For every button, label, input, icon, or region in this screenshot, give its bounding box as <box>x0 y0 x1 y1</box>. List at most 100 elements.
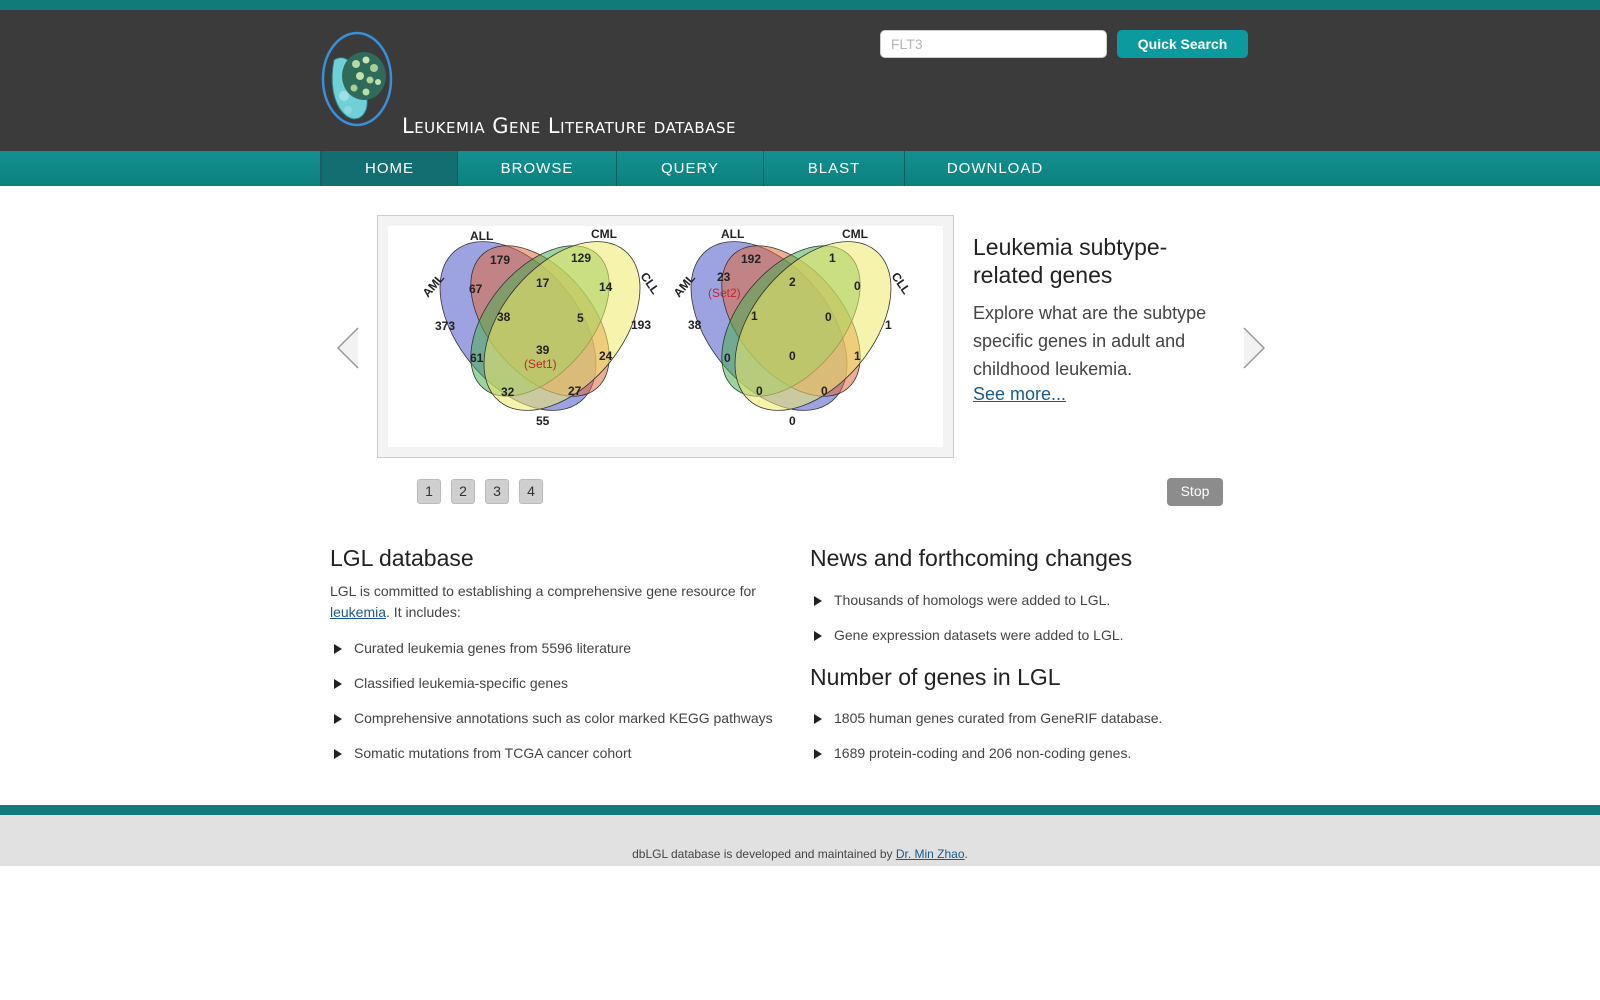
venn2-region: 0 <box>789 414 796 428</box>
carousel-slide[interactable]: ALL CML AML CLL 179 129 67 17 14 373 38 … <box>377 215 954 458</box>
lgl-intro-text: LGL is committed to establishing a compr… <box>330 583 756 599</box>
list-item-text: Gene expression datasets were added to L… <box>834 627 1124 643</box>
venn1-region: 5 <box>577 311 584 325</box>
venn-diagram-image: ALL CML AML CLL 179 129 67 17 14 373 38 … <box>388 226 943 447</box>
venn2-region: 0 <box>756 384 763 398</box>
venn1-region: 193 <box>631 318 651 332</box>
list-item: 1689 protein-coding and 206 non-coding g… <box>814 745 1131 761</box>
venn1-label-cml: CML <box>591 227 617 241</box>
main-nav: HOME BROWSE QUERY BLAST DOWNLOAD <box>0 151 1600 186</box>
venn1-label-all: ALL <box>470 229 493 243</box>
lgl-section-title: LGL database <box>330 545 474 571</box>
list-item: Thousands of homologs were added to LGL. <box>814 592 1110 608</box>
lgl-intro-suffix: . It includes: <box>386 604 461 620</box>
leukemia-cell-logo-icon[interactable] <box>320 30 394 128</box>
venn1-region: 373 <box>435 319 455 333</box>
venn2-label-cll: CLL <box>889 270 914 297</box>
nav-download[interactable]: DOWNLOAD <box>946 160 1044 177</box>
footer-text: dbLGL database is developed and maintain… <box>632 847 896 861</box>
venn2-region: 0 <box>821 384 828 398</box>
footer-credit: dbLGL database is developed and maintain… <box>0 847 1600 861</box>
venn2-region: 0 <box>724 351 731 365</box>
leukemia-link[interactable]: leukemia <box>330 604 387 620</box>
venn2-region: 0 <box>789 349 796 363</box>
numbers-section-title: Number of genes in LGL <box>810 664 1061 690</box>
bullet-triangle-icon <box>814 631 822 641</box>
nav-query[interactable]: QUERY <box>617 151 764 186</box>
venn1-region: 27 <box>568 384 582 398</box>
venn2-region: 192 <box>741 252 761 266</box>
carousel-caption-text: Explore what are the subtype specific ge… <box>973 303 1207 379</box>
quick-search-input[interactable] <box>880 30 1107 58</box>
venn2-region: 1 <box>829 251 836 265</box>
carousel-stop-button[interactable]: Stop <box>1167 478 1223 506</box>
list-item-text: Thousands of homologs were added to LGL. <box>834 592 1111 608</box>
bullet-triangle-icon <box>334 749 342 759</box>
venn2-region: 23 <box>717 270 731 284</box>
carousel-page-2[interactable]: 2 <box>451 479 475 504</box>
list-item: Gene expression datasets were added to L… <box>814 627 1124 643</box>
list-item-text: 1689 protein-coding and 206 non-coding g… <box>834 745 1132 761</box>
news-section-title: News and forthcoming changes <box>810 545 1133 571</box>
quick-search-button[interactable]: Quick Search <box>1117 30 1248 58</box>
venn1-set-label: (Set1) <box>524 357 557 371</box>
bullet-triangle-icon <box>334 644 342 654</box>
venn2-region: 38 <box>688 318 702 332</box>
venn1-region: 14 <box>599 280 613 294</box>
carousel-see-more-link[interactable]: See more... <box>973 384 1067 404</box>
venn1-region: 24 <box>599 349 613 363</box>
list-item-text: 1805 human genes curated from GeneRIF da… <box>834 710 1163 726</box>
site-title: Leukemia Gene Literature database <box>402 114 736 138</box>
bullet-triangle-icon <box>814 596 822 606</box>
venn2-label-all: ALL <box>721 227 744 241</box>
venn1-region: 38 <box>497 310 511 324</box>
venn2-set-label: (Set2) <box>708 286 741 300</box>
venn-diagram-2: ALL CML AML CLL 192 1 23 (Set2) 2 0 38 1… <box>671 227 914 428</box>
venn1-label-cll: CLL <box>638 270 663 297</box>
list-item-text: Classified leukemia-specific genes <box>354 675 568 691</box>
bullet-triangle-icon <box>814 714 822 724</box>
venn1-region: 32 <box>501 385 515 399</box>
nav-home[interactable]: HOME <box>320 151 458 186</box>
list-item-text: Curated leukemia genes from 5596 literat… <box>354 640 632 656</box>
venn1-region: 55 <box>536 414 550 428</box>
list-item: 1805 human genes curated from GeneRIF da… <box>814 710 1162 726</box>
venn-diagram-1: ALL CML AML CLL 179 129 67 17 14 373 38 … <box>420 227 663 428</box>
carousel-prev-arrow-icon[interactable] <box>336 326 360 370</box>
bullet-triangle-icon <box>814 749 822 759</box>
top-accent-bar <box>0 0 1600 10</box>
venn2-region: 0 <box>825 310 832 324</box>
list-item: Somatic mutations from TCGA cancer cohor… <box>334 745 632 761</box>
venn1-region: 179 <box>490 253 510 267</box>
carousel-caption-title: Leukemia subtype-related genes <box>973 234 1168 288</box>
carousel-next-arrow-icon[interactable] <box>1242 326 1266 370</box>
nav-blast[interactable]: BLAST <box>764 151 905 186</box>
carousel-page-3[interactable]: 3 <box>485 479 509 504</box>
list-item: Curated leukemia genes from 5596 literat… <box>334 640 631 656</box>
lgl-intro: LGL is committed to establishing a compr… <box>330 581 770 623</box>
bullet-triangle-icon <box>334 679 342 689</box>
site-footer: dbLGL database is developed and maintain… <box>0 815 1600 866</box>
venn2-region: 2 <box>789 275 796 289</box>
venn1-region: 67 <box>469 282 483 296</box>
site-header: Leukemia Gene Literature database Quick … <box>0 10 1600 151</box>
venn1-region: 39 <box>536 343 550 357</box>
venn2-region: 1 <box>751 309 758 323</box>
list-item: Classified leukemia-specific genes <box>334 675 568 691</box>
footer-text-suffix: . <box>964 847 968 861</box>
venn1-region: 17 <box>536 276 550 290</box>
carousel-page-4[interactable]: 4 <box>519 479 543 504</box>
footer-accent-bar <box>0 805 1600 815</box>
list-item-text: Somatic mutations from TCGA cancer cohor… <box>354 745 632 761</box>
carousel-page-1[interactable]: 1 <box>417 479 441 504</box>
author-link[interactable]: Dr. Min Zhao <box>895 847 965 861</box>
venn2-region: 1 <box>885 318 892 332</box>
list-item: Comprehensive annotations such as color … <box>334 710 773 726</box>
venn1-region: 61 <box>470 351 484 365</box>
venn2-region: 1 <box>854 349 861 363</box>
list-item-text: Comprehensive annotations such as color … <box>354 710 773 726</box>
venn1-region: 129 <box>571 251 591 265</box>
bullet-triangle-icon <box>334 714 342 724</box>
nav-browse[interactable]: BROWSE <box>458 151 617 186</box>
venn2-region: 0 <box>854 279 861 293</box>
